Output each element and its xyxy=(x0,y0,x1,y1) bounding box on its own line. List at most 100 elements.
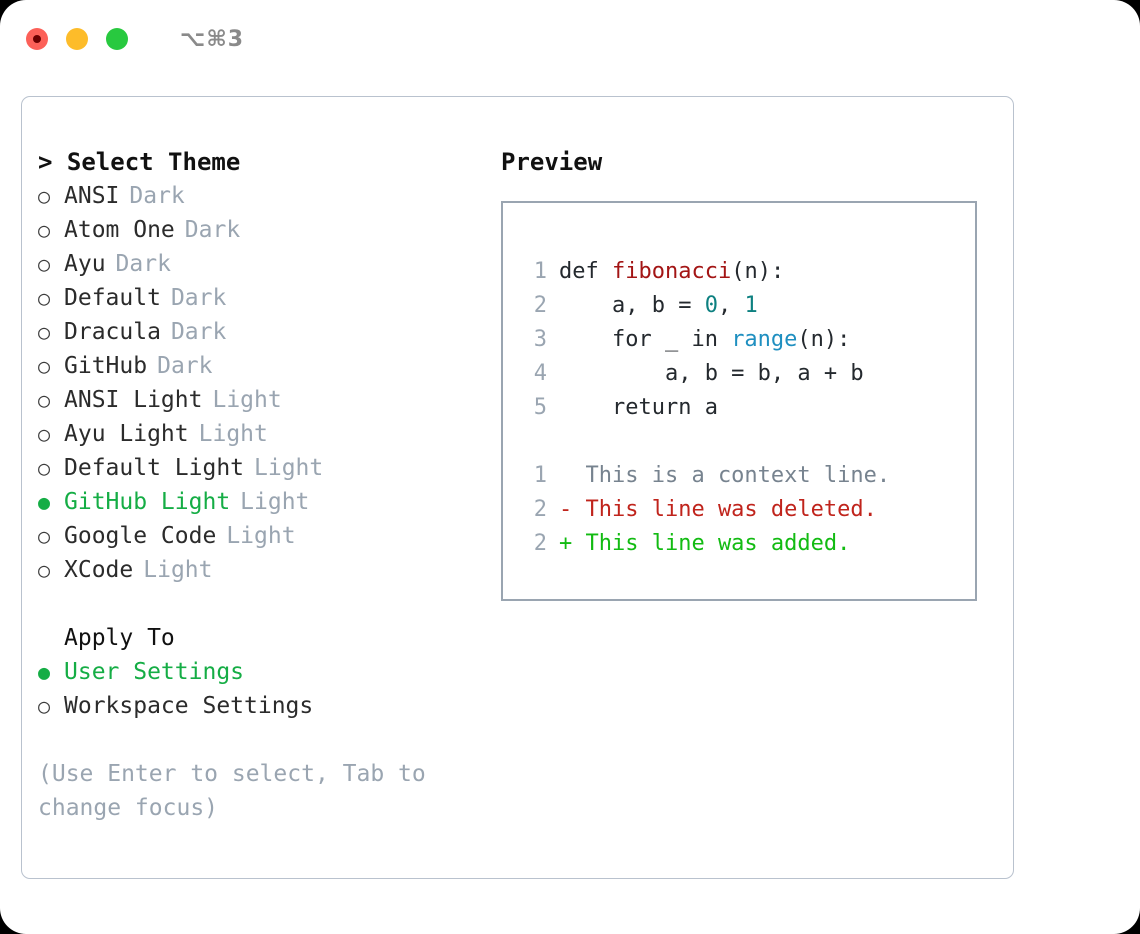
theme-variant-tag: Dark xyxy=(184,217,241,243)
theme-variant-tag: Light xyxy=(254,455,324,481)
radio-unselected-icon: ○ xyxy=(38,456,51,480)
theme-option-label: Default xyxy=(64,285,161,311)
theme-option-label: Google Code xyxy=(64,523,217,549)
apply-to-option-label: User Settings xyxy=(64,659,245,685)
radio-unselected-icon: ○ xyxy=(38,286,51,310)
theme-variant-tag: Dark xyxy=(115,251,171,277)
preview-title: Preview xyxy=(501,148,603,176)
theme-option-label: Default Light xyxy=(64,455,245,481)
theme-option-item[interactable]: ○ ANSI Dark xyxy=(38,179,498,213)
theme-variant-tag: Dark xyxy=(170,285,227,311)
theme-option-item[interactable]: ○ Dracula Dark xyxy=(38,315,498,349)
line-number: 1 xyxy=(533,463,547,488)
theme-variant-tag: Light xyxy=(198,421,268,447)
diff-text: - This line was deleted. xyxy=(559,497,877,522)
title-bar: ⌥⌘3 xyxy=(0,0,1140,78)
diff-sample: 1 This is a context line. 2 - This line wa… xyxy=(521,459,975,561)
keyboard-shortcut-label: ⌥⌘3 xyxy=(180,26,245,52)
code-text: def fibonacci(n): xyxy=(559,255,784,289)
code-token: (n): xyxy=(797,327,851,352)
code-text: a, b = b, a + b xyxy=(559,357,864,391)
code-token: (n): xyxy=(731,259,785,284)
theme-option-item[interactable]: ○ Ayu Dark xyxy=(38,247,498,281)
code-token: a, b = b, a + b xyxy=(559,361,864,386)
apply-to-option-item[interactable]: ● User Settings xyxy=(38,655,498,689)
code-token: 0 xyxy=(704,293,718,318)
apply-to-option-item[interactable]: ○ Workspace Settings xyxy=(38,689,498,723)
code-token: def xyxy=(559,259,612,284)
radio-unselected-icon: ○ xyxy=(38,558,51,582)
radio-unselected-icon: ○ xyxy=(38,354,51,378)
code-token: return a xyxy=(559,395,718,420)
theme-option-label: ANSI xyxy=(64,183,120,209)
theme-variant-tag: Light xyxy=(212,387,282,413)
keyboard-hint: (Use Enter to select, Tab to change focu… xyxy=(38,761,440,821)
code-line: 2 a, b = 0, 1 xyxy=(521,289,975,323)
radio-unselected-icon: ○ xyxy=(38,694,51,718)
line-number: 4 xyxy=(533,361,547,386)
theme-option-label: Atom One xyxy=(64,217,175,243)
diff-line: 1 This is a context line. xyxy=(521,459,975,493)
minimize-button[interactable] xyxy=(66,28,88,50)
theme-variant-tag: Light xyxy=(240,489,310,515)
diff-text: + This line was added. xyxy=(559,531,851,556)
window-controls xyxy=(26,28,128,50)
radio-unselected-icon: ○ xyxy=(38,320,51,344)
code-line: 4 a, b = b, a + b xyxy=(521,357,975,391)
theme-option-label: XCode xyxy=(64,557,134,583)
diff-text: This is a context line. xyxy=(559,463,891,488)
code-line: 5 return a xyxy=(521,391,975,425)
line-number: 1 xyxy=(533,259,547,284)
theme-option-label: Ayu xyxy=(64,251,106,277)
theme-option-item[interactable]: ○ GitHub Dark xyxy=(38,349,498,383)
radio-selected-icon: ● xyxy=(38,660,51,684)
theme-variant-tag: Dark xyxy=(129,183,185,209)
theme-option-label: GitHub Light xyxy=(64,489,231,515)
diff-line: 2 + This line was added. xyxy=(521,527,975,561)
close-button[interactable] xyxy=(26,28,48,50)
code-token: , xyxy=(717,293,745,318)
radio-unselected-icon: ○ xyxy=(38,422,51,446)
theme-variant-tag: Dark xyxy=(170,319,227,345)
theme-option-item[interactable]: ○ Default Dark xyxy=(38,281,498,315)
radio-unselected-icon: ○ xyxy=(38,184,51,208)
code-text: for _ in range(n): xyxy=(559,323,850,357)
apply-to-title: Apply To xyxy=(64,625,175,651)
theme-option-item[interactable]: ○ Default Light Light xyxy=(38,451,498,485)
apply-to-list[interactable]: ● User Settings ○ Workspace Settings xyxy=(38,655,498,723)
theme-option-label: Dracula xyxy=(64,319,161,345)
code-line: 1 def fibonacci(n): xyxy=(521,255,975,289)
theme-option-label: Ayu Light xyxy=(64,421,189,447)
code-text: a, b = 0, 1 xyxy=(559,289,758,323)
theme-variant-tag: Dark xyxy=(157,353,213,379)
radio-unselected-icon: ○ xyxy=(38,252,51,276)
page-title: > Select Theme xyxy=(38,148,241,176)
code-line: 3 for _ in range(n): xyxy=(521,323,975,357)
line-number: 2 xyxy=(533,497,547,522)
maximize-button[interactable] xyxy=(106,28,128,50)
theme-option-label: ANSI Light xyxy=(64,387,203,413)
line-number: 3 xyxy=(533,327,547,352)
line-number: 5 xyxy=(533,395,547,420)
line-number: 2 xyxy=(533,293,547,318)
theme-option-item[interactable]: ○ ANSI Light Light xyxy=(38,383,498,417)
theme-option-label: GitHub xyxy=(64,353,148,379)
theme-option-item[interactable]: ○ Ayu Light Light xyxy=(38,417,498,451)
code-token: for _ in xyxy=(559,327,732,352)
code-token: a, b = xyxy=(559,293,705,318)
diff-line: 2 - This line was deleted. xyxy=(521,493,975,527)
radio-unselected-icon: ○ xyxy=(38,388,51,412)
apply-to-option-label: Workspace Settings xyxy=(64,693,314,719)
line-number: 2 xyxy=(533,531,547,556)
code-token: fibonacci xyxy=(611,259,732,284)
code-token: 1 xyxy=(744,293,758,318)
